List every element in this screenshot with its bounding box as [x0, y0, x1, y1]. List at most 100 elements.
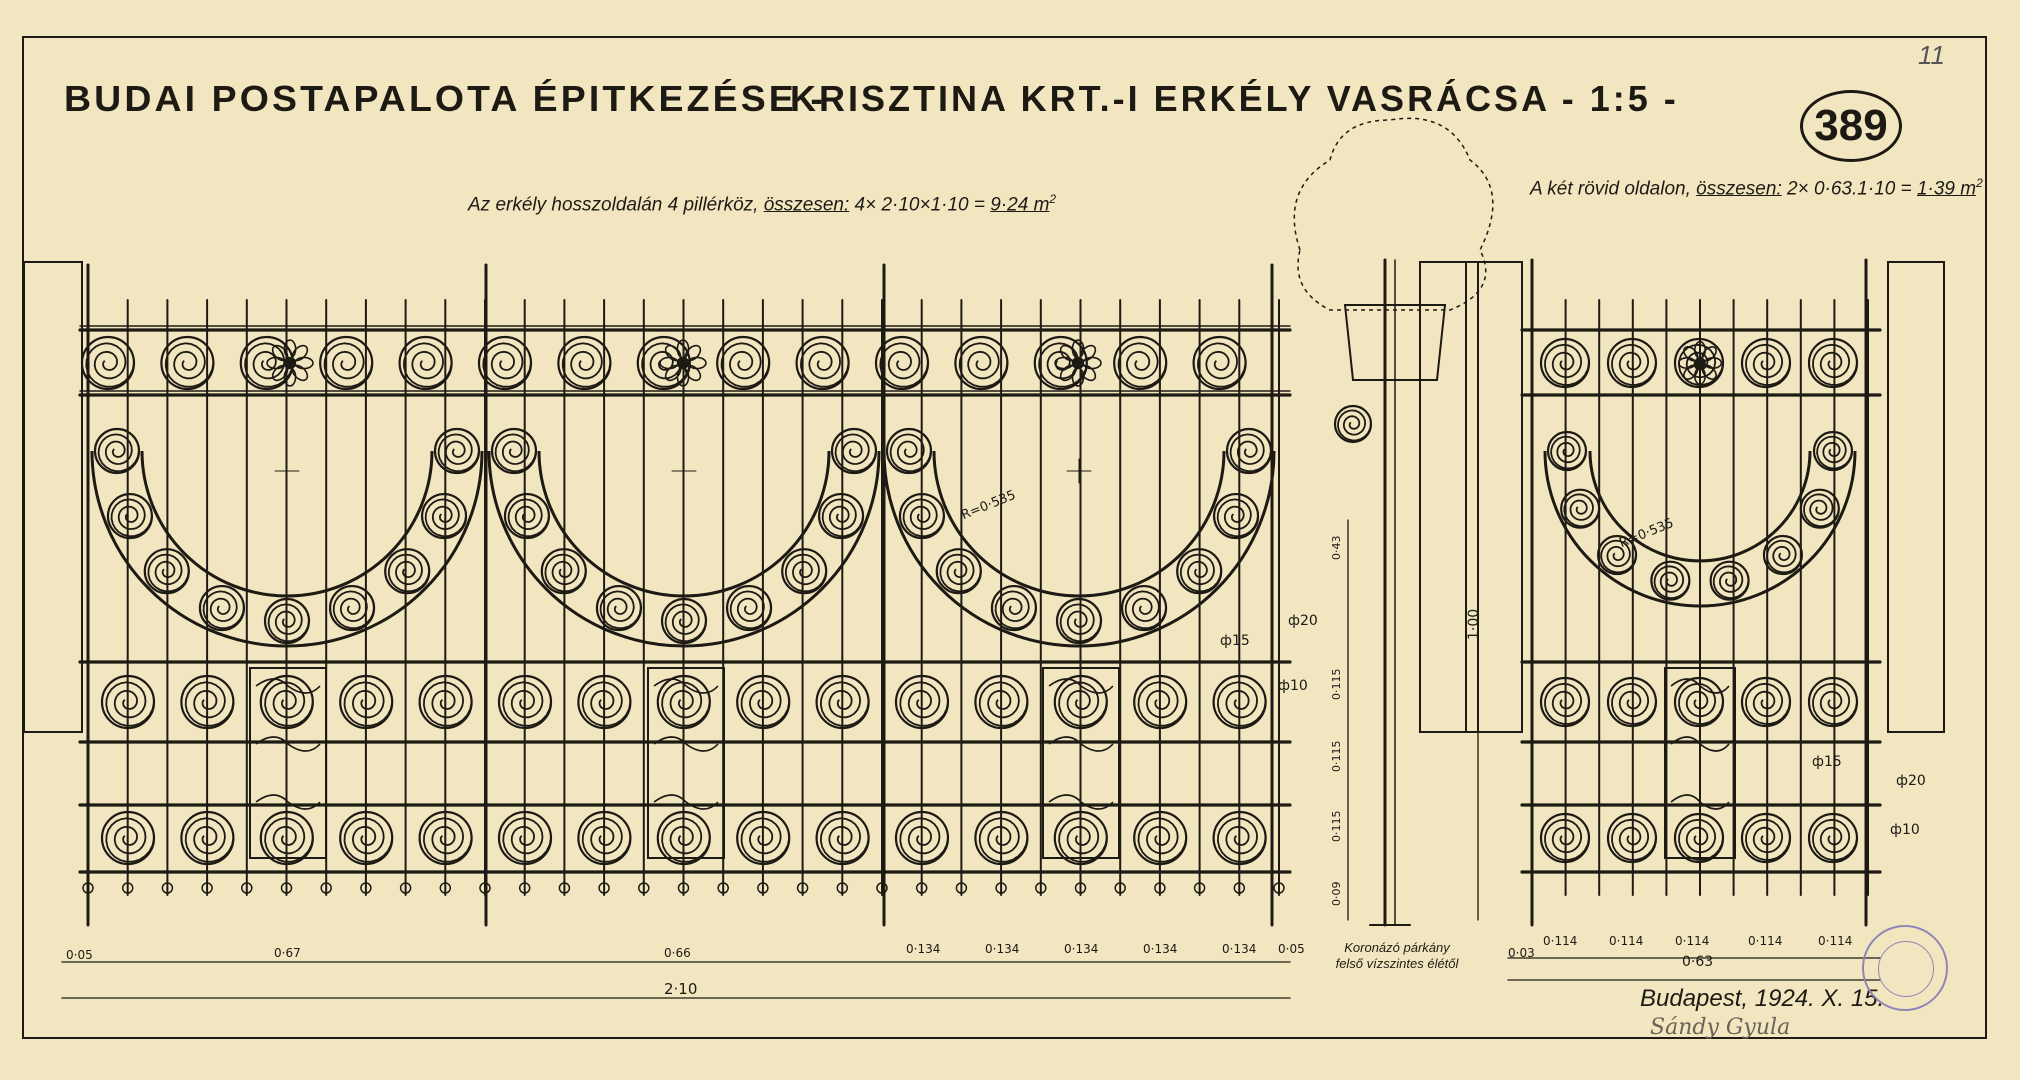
arch-inner — [537, 450, 831, 598]
ornament-curl — [1048, 678, 1114, 694]
scroll-spiral — [1216, 681, 1267, 727]
rod-label-d10-short: ф10 — [1890, 822, 1920, 838]
dim-short-pitch-2: 0·114 — [1609, 934, 1644, 948]
scroll-spiral — [264, 681, 314, 727]
scroll-spiral — [1812, 343, 1858, 386]
ornament-panel — [1664, 667, 1736, 859]
dim-short-total: 0·63 — [1682, 954, 1714, 970]
scroll-spiral — [879, 342, 929, 388]
scroll-spiral — [994, 590, 1037, 629]
bar-foot — [836, 882, 849, 894]
short-side-note-sup: 2 — [1976, 176, 1983, 190]
scroll-spiral — [323, 342, 374, 388]
scroll-ring — [1596, 534, 1638, 576]
bar-foot — [399, 882, 412, 894]
scroll-spiral — [184, 681, 235, 727]
scroll-spiral — [1058, 817, 1108, 863]
plant-outline — [1293, 117, 1494, 311]
dim-section-e: 0·09 — [1330, 881, 1343, 907]
scroll-spiral — [267, 603, 310, 643]
arch-inner — [932, 450, 1226, 598]
dim-section-c: 0·115 — [1330, 740, 1343, 773]
rod-label-d20: ф20 — [1288, 613, 1318, 629]
scroll-spiral — [544, 553, 587, 593]
scroll-spiral — [1745, 818, 1791, 861]
ornament-curl — [255, 794, 321, 810]
dim-section-d: 0·115 — [1330, 810, 1343, 843]
scroll-spiral — [502, 817, 552, 863]
bar-foot — [876, 882, 888, 894]
scroll-ring — [1212, 492, 1260, 540]
bar-foot — [280, 882, 293, 894]
bar-foot — [518, 882, 531, 894]
scroll-spiral — [1137, 817, 1188, 863]
long-side-note-a: Az erkély hosszoldalán 4 pillérköz, — [468, 194, 759, 216]
dim-bay2: 0·66 — [664, 946, 691, 960]
scroll-spiral — [1678, 682, 1724, 725]
scroll-spiral — [202, 590, 245, 629]
scroll-spiral — [561, 342, 612, 388]
date: Budapest, 1924. X. 15. — [1640, 985, 1885, 1012]
scroll-spiral — [343, 817, 394, 863]
bar-foot — [757, 882, 769, 894]
bar-foot — [320, 882, 332, 894]
bar-foot — [677, 882, 690, 894]
scroll-spiral — [581, 817, 632, 863]
scroll-spiral — [1745, 682, 1791, 725]
dim-pitch-2: 0·134 — [985, 942, 1020, 956]
scroll-ring — [503, 492, 551, 540]
scroll-spiral — [1544, 818, 1590, 861]
dim-end: 0·05 — [1278, 942, 1305, 956]
bar-foot — [1154, 882, 1166, 894]
scroll-ring — [595, 584, 643, 632]
long-side-note-d: 9·24 m — [990, 194, 1050, 216]
scroll-spiral — [494, 433, 537, 473]
ornament-curl — [255, 736, 321, 752]
bar-foot — [241, 882, 253, 894]
dim-short-pitch-5: 0·114 — [1818, 934, 1853, 948]
section-note: Koronázó párkány felső vízszintes élétől — [1335, 940, 1459, 971]
scroll-ring — [898, 492, 946, 540]
scroll-spiral — [1544, 682, 1590, 725]
ornament-curl — [1670, 794, 1730, 810]
bar-foot — [201, 882, 213, 894]
ornament-curl — [653, 678, 719, 694]
dim-short-pitch-3: 0·114 — [1675, 934, 1710, 948]
scroll-spiral — [1653, 565, 1691, 599]
scroll-spiral — [819, 681, 870, 727]
scroll-spiral — [1337, 409, 1372, 442]
scroll-ring — [1650, 560, 1691, 601]
scroll-spiral — [1196, 342, 1247, 388]
title-left: BUDAI POSTAPALOTA ÉPITKEZÉSE - — [64, 78, 827, 119]
scroll-spiral — [958, 342, 1009, 388]
scroll-spiral — [1137, 681, 1188, 727]
scroll-spiral — [1600, 539, 1637, 574]
scroll-spiral — [799, 342, 850, 388]
ornament-panel — [249, 667, 327, 859]
scroll-spiral — [889, 433, 932, 473]
short-side-note: A két rövid oldalon, összesen: 2× 0·63.1… — [1530, 176, 1983, 200]
scroll-spiral — [939, 553, 982, 593]
scroll-spiral — [581, 681, 632, 727]
scroll-spiral — [740, 681, 791, 727]
scroll-spiral — [819, 817, 870, 863]
dim-short-pitch-1: 0·114 — [1543, 934, 1578, 948]
scroll-spiral — [899, 681, 949, 727]
scroll-spiral — [1712, 565, 1750, 599]
ornament-curl — [1048, 736, 1114, 752]
scroll-spiral — [1812, 682, 1858, 725]
scroll-spiral — [784, 553, 828, 593]
scroll-spiral — [1216, 498, 1259, 537]
long-side-note-sup: 2 — [1049, 192, 1057, 206]
dim-section-a: 0·43 — [1330, 535, 1343, 561]
long-side-note: Az erkély hosszoldalán 4 pillérköz, össz… — [468, 192, 1056, 216]
scroll-spiral — [1611, 343, 1657, 386]
title-right: KRISZTINA KRT.-I ERKÉLY VASRÁCSA - 1:5 - — [790, 78, 1679, 119]
ornament-panel — [647, 667, 725, 859]
scroll-spiral — [720, 342, 771, 388]
scroll-spiral — [343, 681, 394, 727]
scroll-ring — [420, 492, 468, 540]
scroll-spiral — [244, 342, 294, 388]
scroll-spiral — [902, 498, 945, 537]
